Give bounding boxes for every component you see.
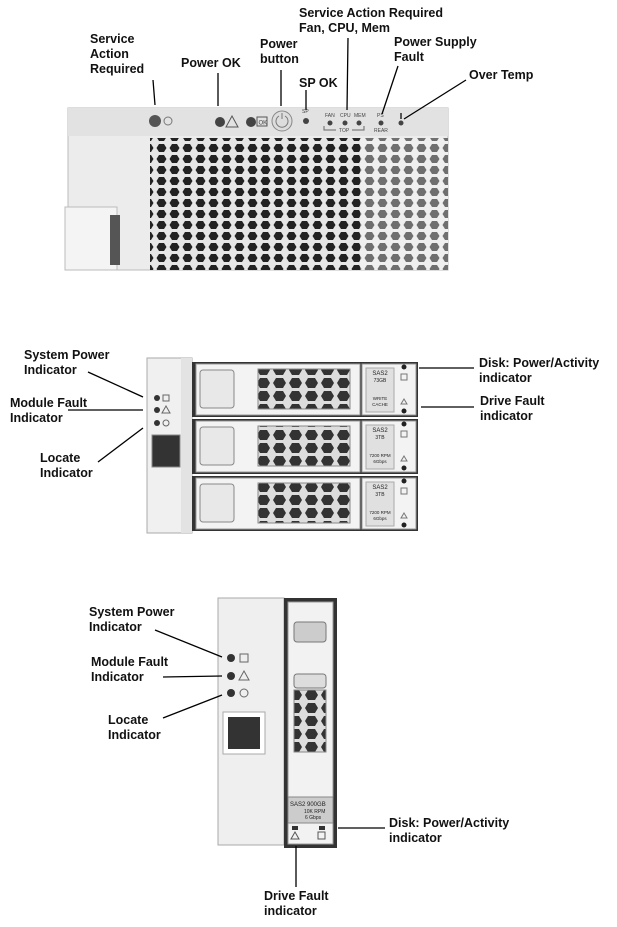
label-power-ok: Power OK <box>181 56 241 70</box>
leader-lines-top <box>152 37 467 120</box>
drive-label-text: CACHE <box>372 402 388 407</box>
leader-lines-bottom <box>154 629 385 887</box>
drive-label-text: 7200 RPM <box>369 453 391 458</box>
drive-label-text: 6Gbps <box>373 516 387 521</box>
storage-module-single: SAS2 900GB 10K RPM 6 Gbps <box>217 597 337 848</box>
display <box>151 434 181 468</box>
power-button[interactable] <box>271 110 293 132</box>
drive-label-text: 3TB <box>375 492 385 498</box>
svg-text:SP: SP <box>302 109 309 115</box>
power-ok-led <box>215 117 225 127</box>
vent-grille <box>150 138 448 270</box>
sp-ok-led <box>303 118 309 124</box>
drive-fault-led <box>401 408 407 414</box>
drive-fault-led <box>401 522 407 528</box>
svg-text:REAR: REAR <box>374 128 388 134</box>
drive-label-text: 7200 RPM <box>369 510 391 515</box>
svg-text:OK: OK <box>259 121 268 127</box>
server-front-panel: OK SP FAN CPU MEM TOP PS REAR <box>64 107 449 271</box>
svg-text:SAS2 900GB: SAS2 900GB <box>290 802 326 808</box>
svg-text:MEM: MEM <box>354 113 366 119</box>
disk-activity-led <box>401 478 407 484</box>
drive-fault-led <box>401 465 407 471</box>
drive-label-text: WRITE <box>373 396 388 401</box>
label-over-temp: Over Temp <box>469 68 534 82</box>
leader-lines-middle <box>68 367 474 463</box>
drive-label-text: 73GB <box>374 378 387 384</box>
drive-label-text: SAS2 <box>372 485 388 491</box>
svg-text:TOP: TOP <box>339 128 350 134</box>
disk-activity-led <box>401 364 407 370</box>
disk-activity-led <box>401 421 407 427</box>
svg-text:10K RPM: 10K RPM <box>304 809 325 815</box>
drive-label-text: 6Gbps <box>373 459 387 464</box>
svg-text:6 Gbps: 6 Gbps <box>305 815 322 821</box>
svg-text:PS: PS <box>377 113 384 119</box>
svg-text:FAN: FAN <box>325 113 335 119</box>
drive-label-text: 3TB <box>375 435 385 441</box>
drive-label-text: SAS2 <box>372 428 388 434</box>
label-sp-ok: SP OK <box>299 76 338 90</box>
service-action-led <box>149 115 161 127</box>
svg-text:CPU: CPU <box>340 113 351 119</box>
drive-label-text: SAS2 <box>372 371 388 377</box>
